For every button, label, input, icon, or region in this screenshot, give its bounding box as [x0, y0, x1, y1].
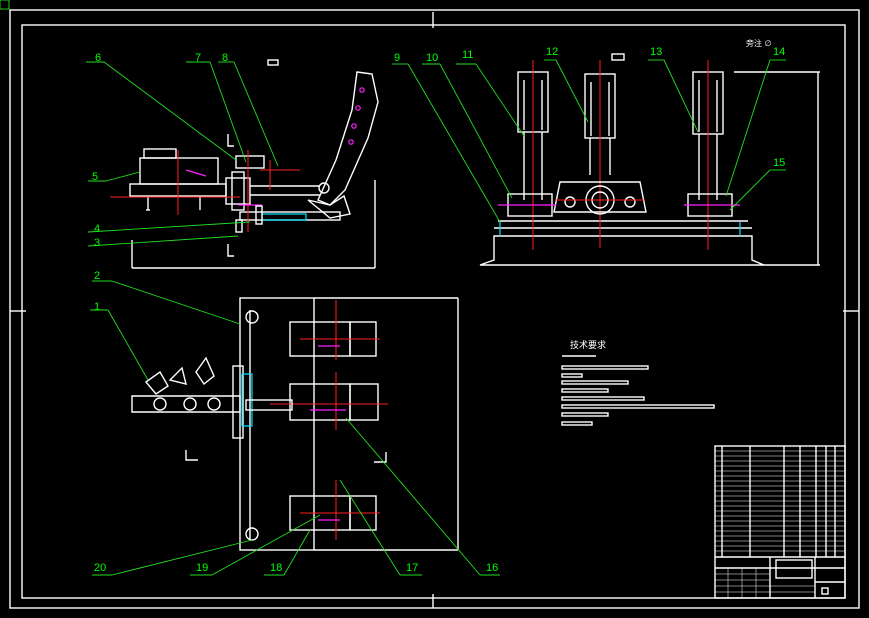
- plan-view: [131, 297, 459, 551]
- part-number-9: 9: [394, 52, 400, 64]
- part-number-5: 5: [92, 171, 98, 183]
- part-number-20: 20: [94, 562, 106, 574]
- front-view: 旁注 ∅: [479, 38, 820, 266]
- side-view: [110, 59, 379, 269]
- part-number-13: 13: [650, 46, 662, 58]
- part-number-10: 10: [426, 52, 438, 64]
- title-block-grid: [715, 568, 815, 598]
- part-number-4: 4: [94, 223, 100, 235]
- title-block: [714, 445, 846, 599]
- technical-requirements-title: 技术要求: [570, 339, 606, 351]
- part-number-7: 7: [195, 52, 201, 64]
- part-number-12: 12: [546, 46, 558, 58]
- leader-lines: [86, 59, 786, 576]
- technical-requirements: 技术要求: [561, 339, 715, 426]
- part-number-16: 16: [486, 562, 498, 574]
- part-number-6: 6: [95, 52, 101, 64]
- part-numbers: 1 2 3 4 5 6 7 8 9 10 11 12 13 14 15 16 1…: [92, 46, 785, 574]
- scale-note: 旁注 ∅: [746, 38, 772, 48]
- part-number-8: 8: [222, 52, 228, 64]
- part-number-19: 19: [196, 562, 208, 574]
- part-number-11: 11: [462, 49, 473, 61]
- part-number-1: 1: [94, 301, 100, 313]
- part-number-18: 18: [270, 562, 282, 574]
- part-number-14: 14: [773, 46, 785, 58]
- part-number-15: 15: [773, 157, 785, 169]
- part-number-2: 2: [94, 270, 100, 282]
- part-number-17: 17: [406, 562, 418, 574]
- drawing-frame: [0, 0, 860, 609]
- parts-list-rows: [715, 450, 845, 552]
- part-number-3: 3: [94, 237, 100, 249]
